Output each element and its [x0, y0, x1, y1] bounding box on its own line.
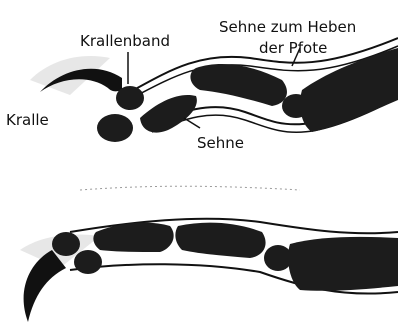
- tendon-pointer: [184, 118, 200, 128]
- label-lift-tendon-line2: der Pfote: [259, 41, 327, 56]
- label-claw: Kralle: [6, 113, 49, 128]
- label-tendon: Sehne: [197, 136, 244, 151]
- proximal-phalanx-lower: [175, 223, 265, 258]
- panel-retracted-claw: [30, 38, 398, 142]
- label-lift-tendon-line1: Sehne zum Heben: [219, 20, 356, 35]
- metacarpal-lower: [288, 237, 398, 291]
- metacarpal: [300, 48, 398, 132]
- claw-extended: [24, 250, 66, 322]
- panel-extended-claw: [20, 186, 398, 322]
- proximal-phalanx: [190, 64, 287, 106]
- distal-phalanx: [116, 86, 144, 110]
- middle-phalanx: [140, 95, 197, 133]
- label-claw-ligament: Krallenband: [80, 34, 170, 49]
